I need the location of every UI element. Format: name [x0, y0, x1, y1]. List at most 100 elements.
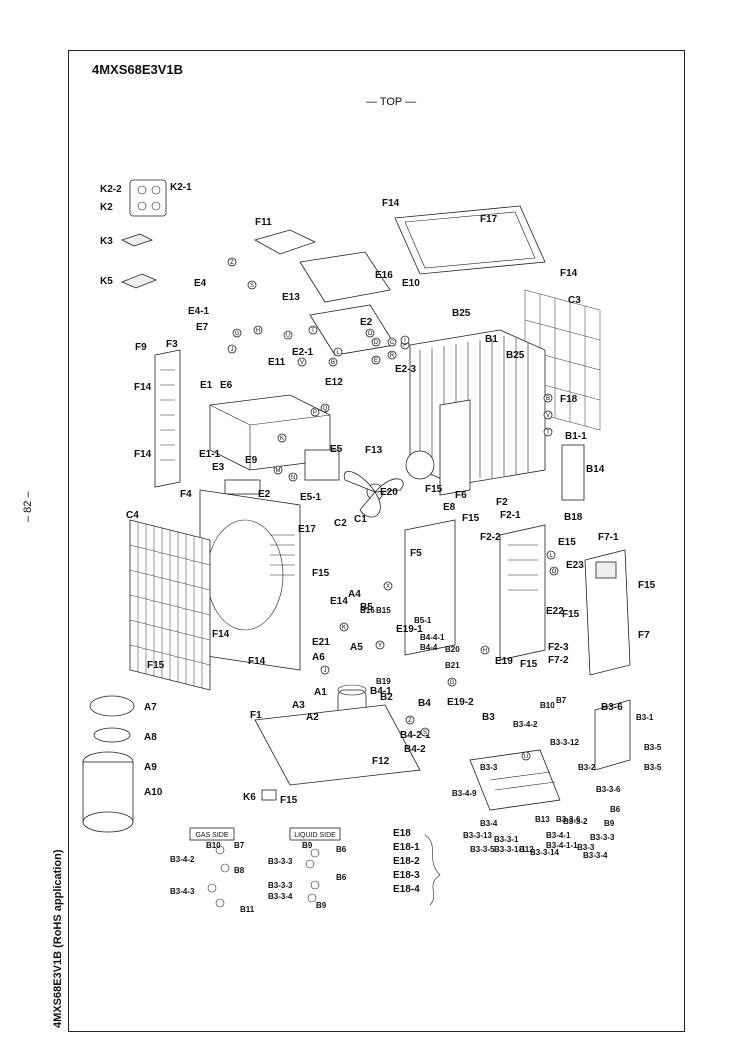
part-label-e21: E21 — [312, 637, 330, 648]
part-label-l_b3-3-3: B3-3-3 — [268, 857, 293, 866]
part-label-b3-3-3: B3-3-3 — [590, 833, 615, 842]
part-label-a4: A4 — [348, 589, 361, 600]
service-cover-f7 — [584, 549, 631, 676]
part-label-a9: A9 — [144, 762, 157, 773]
bottom-frame-f1 — [254, 704, 421, 786]
marker-x: X — [383, 581, 393, 591]
front-panel-f4 — [199, 489, 301, 671]
part-label-b9: B9 — [604, 819, 615, 828]
part-label-b3: B3 — [482, 712, 495, 723]
part-label-c2: C2 — [334, 518, 347, 529]
marker-z: Z — [405, 715, 415, 725]
part-label-b2: B2 — [380, 692, 393, 703]
part-label-b3-3-12: B3-3-12 — [550, 738, 579, 747]
partition-plate — [404, 519, 456, 656]
valve-assembly-b3 — [469, 749, 561, 811]
e3-part — [224, 479, 261, 495]
part-label-e11: E11 — [268, 357, 286, 368]
part-label-k2-2: K2-2 — [100, 184, 122, 195]
svg-text:I: I — [404, 338, 406, 344]
marker-u: U — [521, 751, 531, 761]
part-label-f2-2: F2-2 — [480, 532, 501, 543]
svg-text:V: V — [300, 360, 304, 366]
part-label-e5-1: E5-1 — [300, 492, 322, 503]
part-label-k2-1: K2-1 — [170, 182, 192, 193]
switch-box-e1 — [209, 394, 331, 471]
motor-mount-f6 — [439, 399, 471, 496]
right-side-panel-f2 — [499, 524, 546, 661]
svg-text:T: T — [546, 430, 550, 436]
part-label-g_b10: B10 — [206, 841, 221, 850]
marker-o: O — [549, 566, 559, 576]
part-label-f13: F13 — [365, 445, 383, 456]
part-label-f11: F11 — [255, 217, 272, 228]
svg-text:T: T — [311, 328, 315, 334]
part-label-b3-5a: B3-5 — [644, 743, 662, 752]
part-label-e15: E15 — [558, 537, 576, 548]
part-label-a7: A7 — [144, 702, 157, 713]
part-label-e22: E22 — [546, 606, 564, 617]
k5-part — [120, 273, 158, 289]
part-label-e2: E2 — [360, 317, 373, 328]
svg-text:R: R — [390, 353, 395, 359]
part-label-e23: E23 — [566, 560, 584, 571]
part-label-f14f: F14 — [248, 656, 266, 667]
svg-text:Z: Z — [230, 260, 234, 266]
propeller-fan-c1 — [343, 471, 404, 518]
svg-text:J: J — [231, 347, 234, 353]
k6-part — [261, 789, 277, 801]
part-label-f6: F6 — [455, 490, 467, 501]
svg-text:Z: Z — [408, 718, 412, 724]
pcb-e2 — [309, 304, 396, 356]
part-label-e13: E13 — [282, 292, 300, 303]
part-label-e18-3: E18-3 — [393, 870, 420, 881]
part-label-e16: E16 — [375, 270, 393, 281]
part-label-a6: A6 — [312, 652, 325, 663]
marker-g: G — [232, 328, 242, 338]
e5-part — [304, 449, 340, 481]
pcb-e16 — [299, 251, 391, 303]
part-label-f18: F18 — [560, 394, 578, 405]
svg-text:L: L — [549, 553, 553, 559]
part-label-b7: B7 — [556, 696, 567, 705]
part-label-g_b3-4-3: B3-4-3 — [170, 887, 195, 896]
marker-e: E — [371, 355, 381, 365]
part-label-b4-1: B4-1 — [370, 686, 392, 697]
part-label-c4: C4 — [126, 510, 139, 521]
part-label-b3-3-2: B3-3-2 — [563, 817, 588, 826]
part-label-b13: B13 — [535, 815, 550, 824]
gas-side-box — [189, 827, 235, 841]
part-label-a10: A10 — [144, 787, 163, 798]
fan-grille-c4 — [129, 519, 211, 691]
svg-text:B: B — [331, 360, 335, 366]
part-label-e7: E7 — [196, 322, 209, 333]
part-label-b3-4: B3-4 — [480, 819, 498, 828]
part-label-b3-2: B3-2 — [578, 763, 596, 772]
part-label-e19: E19 — [495, 656, 513, 667]
b3-6-bracket — [594, 699, 631, 771]
part-label-c1: C1 — [354, 514, 367, 525]
part-label-a3: A3 — [292, 700, 305, 711]
svg-text:X: X — [386, 584, 390, 590]
part-label-b14: B14 — [586, 464, 605, 475]
part-label-e2-1: E2-1 — [292, 347, 314, 358]
a7-pad — [89, 695, 135, 717]
part-label-f15e: F15 — [280, 795, 298, 806]
part-label-b3-3b: B3-3 — [577, 843, 595, 852]
part-label-e2-3: E2-3 — [395, 364, 417, 375]
part-label-f14b: F14 — [560, 268, 578, 279]
part-label-b15: B15 — [376, 606, 391, 615]
svg-text:K: K — [280, 436, 284, 442]
marker-v: V — [297, 357, 307, 367]
part-label-f15b: F15 — [462, 513, 480, 524]
part-label-k6: K6 — [243, 792, 256, 803]
part-label-b21: B21 — [445, 661, 460, 670]
part-label-g_b8: B8 — [234, 866, 245, 875]
b14-part — [561, 444, 585, 501]
k2-terminal-plate — [129, 179, 167, 217]
part-label-b3-3-1-1: B3-3-1-1 — [494, 845, 526, 854]
part-label-e18-2: E18-2 — [393, 856, 420, 867]
marker-z: Z — [227, 257, 237, 267]
